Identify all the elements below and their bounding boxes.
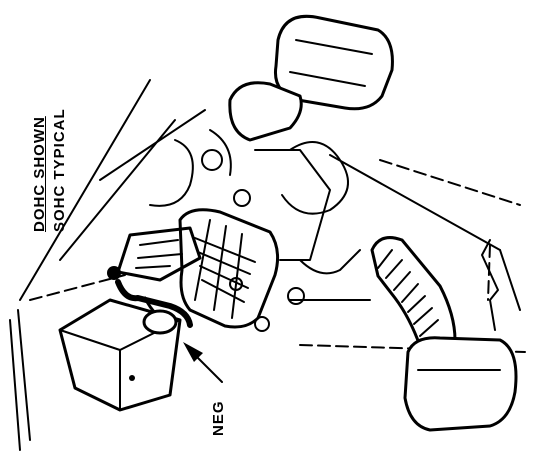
caption-line-2: SOHC TYPICAL (51, 108, 68, 232)
air-cleaner-housing (228, 14, 394, 142)
neg-terminal (107, 266, 121, 280)
frame-rails (9, 79, 521, 451)
diagram-caption: DOHC SHOWN SOHC TYPICAL (30, 108, 70, 232)
neg-arrow (183, 342, 223, 383)
neg-cable (107, 266, 193, 335)
caption-line-1: DOHC SHOWN (31, 116, 48, 232)
intake-duct (370, 236, 518, 432)
neg-callout-label: NEG (210, 400, 227, 436)
engine-block (116, 129, 361, 332)
